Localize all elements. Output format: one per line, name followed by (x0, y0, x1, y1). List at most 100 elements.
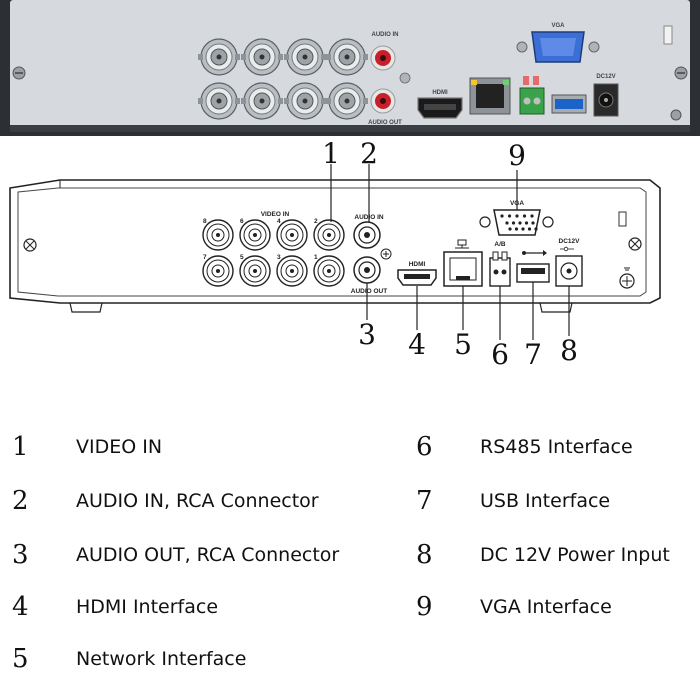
photo-audio-in-connector (370, 45, 396, 71)
photo-rs485-terminal (519, 76, 545, 115)
callout-5: 5 (454, 328, 472, 361)
legend-number: 1 (12, 432, 29, 462)
photo-usb-port (551, 94, 587, 114)
ground-icon (380, 248, 392, 260)
legend-number: 6 (416, 432, 433, 462)
callout-2: 2 (360, 140, 378, 170)
polarity-icon (560, 246, 574, 252)
bnc-connector-icon: 2 (313, 218, 345, 251)
photo-power-label: DC12V (596, 74, 615, 80)
legend-label: DC 12V Power Input (480, 544, 670, 566)
diagram-rs485-terminal (489, 251, 511, 287)
photo-hdmi-label: HDMI (432, 90, 448, 96)
diagram-network-port (443, 251, 483, 287)
legend-item-6: 6 RS485 Interface (416, 432, 633, 462)
network-icon (455, 239, 469, 249)
legend: 1 VIDEO IN 2 AUDIO IN, RCA Connector 3 A… (0, 420, 700, 700)
legend-item-7: 7 USB Interface (416, 486, 610, 516)
callout-1: 1 (322, 140, 340, 170)
legend-number: 4 (12, 592, 29, 622)
screw-icon (670, 109, 682, 121)
callout-6: 6 (491, 338, 509, 370)
diagram-power-port (555, 255, 583, 287)
legend-number: 9 (416, 592, 433, 622)
bnc-connector-icon: 8 (202, 218, 234, 251)
bnc-connector-icon (326, 38, 368, 76)
diagram-hdmi-label: HDMI (409, 261, 426, 268)
diagram-usb-port (516, 263, 550, 283)
callout-8: 8 (560, 334, 578, 367)
bnc-connector-icon (198, 82, 240, 120)
photo-audio-out-label: AUDIO OUT (368, 120, 402, 126)
bnc-connector-icon: 6 (239, 218, 271, 251)
legend-label: HDMI Interface (76, 596, 219, 618)
bnc-connector-icon (284, 38, 326, 76)
legend-item-5: 5 Network Interface (12, 644, 246, 674)
diagram-vga-port (479, 209, 554, 236)
bnc-connector-icon: 3 (276, 254, 308, 287)
diagram-video-in-connectors: 8 7 6 5 4 3 2 1 (202, 218, 345, 287)
screw-icon (674, 66, 688, 80)
legend-number: 3 (12, 540, 29, 570)
bnc-connector-icon: 5 (239, 254, 271, 287)
diagram-rs485-label: A/B (494, 241, 506, 248)
channel-number: 3 (277, 254, 281, 261)
photo-audio-in-label: AUDIO IN (372, 32, 399, 38)
bnc-connector-icon: 7 (202, 254, 234, 287)
diagram-audio-out-connector (353, 256, 381, 284)
legend-label: VIDEO IN (76, 436, 163, 458)
rear-panel-photo: AUDIO IN AUDIO OUT HDMI DC12V VGA (0, 0, 700, 140)
legend-label: VGA Interface (480, 596, 612, 618)
diagram-audio-out-label: AUDIO OUT (351, 288, 388, 295)
channel-number: 4 (277, 218, 281, 225)
callout-9: 9 (508, 140, 526, 172)
screw-icon (628, 237, 642, 251)
callout-3: 3 (358, 318, 376, 351)
photo-video-in-connectors (198, 38, 368, 120)
photo-audio-out-connector (370, 88, 396, 114)
usb-icon (522, 250, 547, 256)
legend-label: Network Interface (76, 648, 247, 670)
legend-item-2: 2 AUDIO IN, RCA Connector (12, 486, 319, 516)
legend-label: AUDIO IN, RCA Connector (76, 490, 319, 512)
photo-power-port (593, 83, 619, 117)
callout-4: 4 (408, 328, 426, 361)
legend-label: AUDIO OUT, RCA Connector (76, 544, 340, 566)
channel-number: 2 (314, 218, 318, 225)
bnc-connector-icon (326, 82, 368, 120)
bnc-connector-icon (198, 38, 240, 76)
legend-label: RS485 Interface (480, 436, 633, 458)
bnc-connector-icon (241, 38, 283, 76)
channel-number: 5 (240, 254, 244, 261)
screw-icon (12, 66, 26, 80)
channel-number: 8 (203, 218, 207, 225)
legend-item-4: 4 HDMI Interface (12, 592, 218, 622)
legend-item-9: 9 VGA Interface (416, 592, 612, 622)
diagram-hdmi-port (397, 269, 437, 286)
legend-number: 7 (416, 486, 433, 516)
channel-number: 1 (314, 254, 318, 261)
legend-label: USB Interface (480, 490, 611, 512)
photo-network-port (469, 77, 511, 115)
bnc-connector-icon (241, 82, 283, 120)
bnc-connector-icon: 4 (276, 218, 308, 251)
photo-vga-port (516, 31, 600, 63)
channel-number: 7 (203, 254, 207, 261)
channel-number: 6 (240, 218, 244, 225)
screw-icon (23, 238, 37, 252)
diagram-video-in-label: VIDEO IN (261, 211, 290, 218)
callout-leaders (330, 164, 570, 340)
photo-vga-label: VGA (551, 23, 565, 29)
diagram-audio-in-connector (353, 221, 381, 249)
legend-number: 2 (12, 486, 29, 516)
callout-7: 7 (524, 338, 542, 370)
legend-number: 8 (416, 540, 433, 570)
legend-item-8: 8 DC 12V Power Input (416, 540, 670, 570)
diagram-power-label: DC12V (559, 238, 581, 245)
legend-item-3: 3 AUDIO OUT, RCA Connector (12, 540, 339, 570)
legend-number: 5 (12, 644, 29, 674)
bnc-connector-icon (284, 82, 326, 120)
bnc-connector-icon: 1 (313, 254, 345, 287)
legend-item-1: 1 VIDEO IN (12, 432, 162, 462)
